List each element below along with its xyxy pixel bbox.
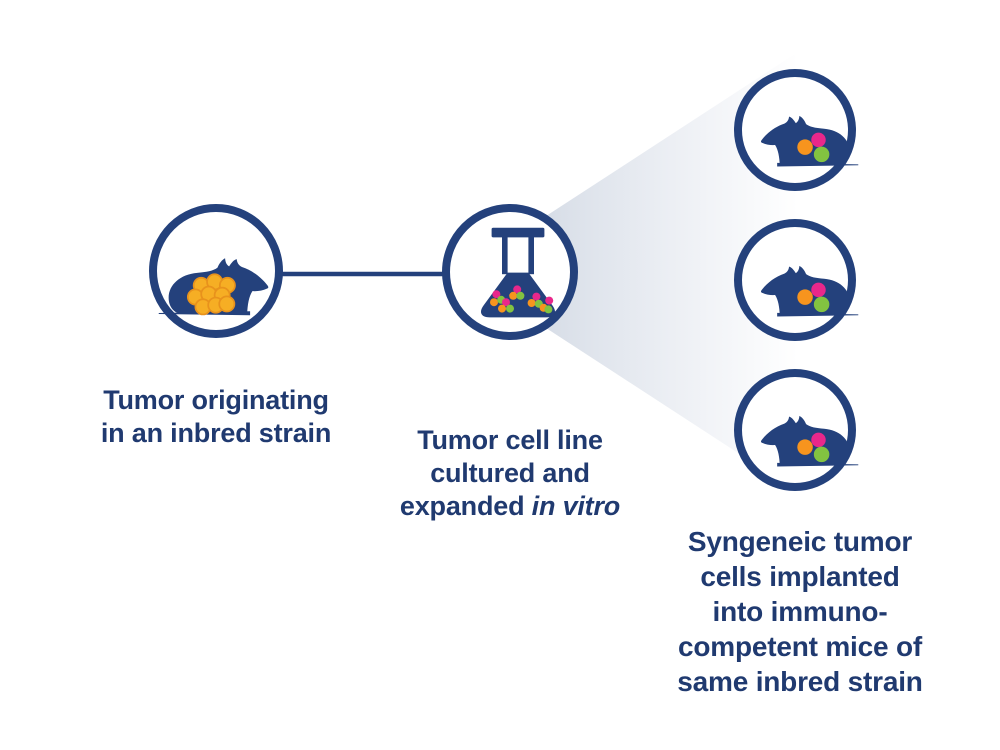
recipient-mouse-circle bbox=[734, 219, 859, 341]
label-line: in an inbred strain bbox=[100, 418, 332, 448]
label-line: Tumor originating bbox=[103, 385, 329, 415]
implanted-cell-dots bbox=[797, 282, 830, 313]
label-line: cultured and bbox=[430, 458, 590, 488]
tumor-cell-cluster bbox=[186, 273, 236, 316]
implanted-cell-dots bbox=[797, 132, 830, 163]
expansion-beam-gradient bbox=[460, 52, 798, 492]
recipient-mouse-circle bbox=[734, 369, 859, 491]
mouse-with-syngeneic-cells-icon bbox=[760, 415, 859, 467]
label-line: cells implanted bbox=[700, 561, 900, 592]
recipient-mice-label: Syngeneic tumor cells implanted into imm… bbox=[648, 524, 952, 699]
culture-flask-label: Tumor cell line cultured and expanded in… bbox=[382, 424, 638, 523]
cultured-cells bbox=[490, 285, 554, 314]
implanted-cell-dots bbox=[797, 432, 830, 463]
culture-flask-circle bbox=[442, 204, 578, 340]
label-line: expanded in vitro bbox=[399, 491, 621, 521]
label-line: Syngeneic tumor bbox=[687, 526, 913, 557]
label-line: into immuno- bbox=[712, 596, 888, 627]
label-line: same inbred strain bbox=[677, 666, 923, 697]
recipient-mouse-circle bbox=[734, 69, 859, 191]
mouse-with-syngeneic-cells-icon bbox=[760, 115, 859, 167]
mouse-with-tumor-icon bbox=[158, 258, 269, 316]
donor-mouse-circle bbox=[149, 204, 283, 338]
donor-mouse-label: Tumor originating in an inbred strain bbox=[56, 384, 376, 450]
label-line: competent mice of bbox=[678, 631, 922, 662]
label-line: Tumor cell line bbox=[417, 425, 603, 455]
culture-flask-icon bbox=[480, 227, 556, 318]
mouse-with-syngeneic-cells-icon bbox=[760, 265, 859, 317]
